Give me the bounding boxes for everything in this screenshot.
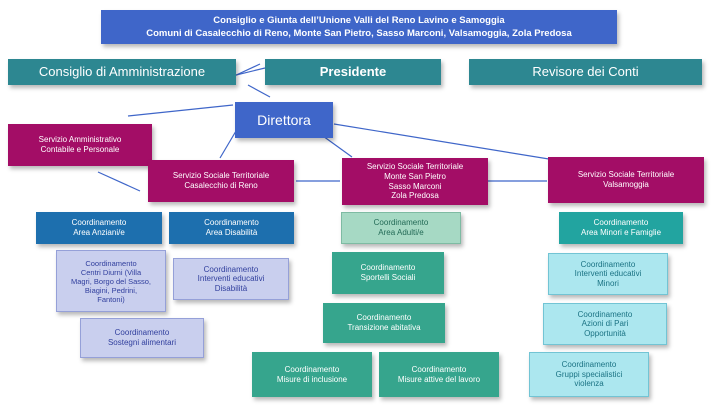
president-box: Presidente [265, 59, 441, 85]
coord-interventi-minori: Coordinamento Interventi educativi Minor… [548, 253, 668, 295]
connector-line [219, 130, 237, 159]
admin-service-box: Servizio Amministrativo Contabile e Pers… [8, 124, 152, 166]
connector-line [333, 123, 556, 161]
connector-line [127, 104, 234, 117]
connector-line [97, 171, 141, 192]
coord-area-anziani: Coordinamento Area Anziani/e [36, 212, 162, 244]
coord-misure-inclusione: Coordinamento Misure di inclusione [252, 352, 372, 397]
territorial-service-casalecchio: Servizio Sociale Territoriale Casalecchi… [148, 160, 294, 202]
coord-transizione-abitativa: Coordinamento Transizione abitativa [323, 303, 445, 343]
coord-interventi-disabilita: Coordinamento Interventi educativi Disab… [173, 258, 289, 300]
connector-line [247, 84, 271, 98]
council-title: Consiglio e Giunta dell’Unione Valli del… [213, 15, 505, 27]
territorial-service-central: Servizio Sociale Territoriale Monte San … [342, 158, 488, 205]
council-box: Consiglio e Giunta dell’Unione Valli del… [101, 10, 617, 44]
coord-area-minori: Coordinamento Area Minori e Famiglie [559, 212, 683, 244]
territorial-service-valsamoggia: Servizio Sociale Territoriale Valsamoggi… [548, 157, 704, 203]
coord-sportelli-sociali: Coordinamento Sportelli Sociali [332, 252, 444, 294]
coord-gruppi-violenza: Coordinamento Gruppi specialistici viole… [529, 352, 649, 397]
coord-area-disabilita: Coordinamento Area Disabilità [169, 212, 294, 244]
council-municipalities: Comuni di Casalecchio di Reno, Monte San… [146, 27, 572, 39]
coord-area-adulti: Coordinamento Area Adulti/e [341, 212, 461, 244]
auditor-box: Revisore dei Conti [469, 59, 702, 85]
coord-centri-diurni: Coordinamento Centri Diurni (Villa Magri… [56, 250, 166, 312]
coord-pari-opportunita: Coordinamento Azioni di Pari Opportunità [543, 303, 667, 345]
director-box: Direttora [235, 102, 333, 138]
admin-board-box: Consiglio di Amministrazione [8, 59, 236, 85]
coord-misure-lavoro: Coordinamento Misure attive del lavoro [379, 352, 499, 397]
coord-sostegni-alimentari: Coordinamento Sostegni alimentari [80, 318, 204, 358]
